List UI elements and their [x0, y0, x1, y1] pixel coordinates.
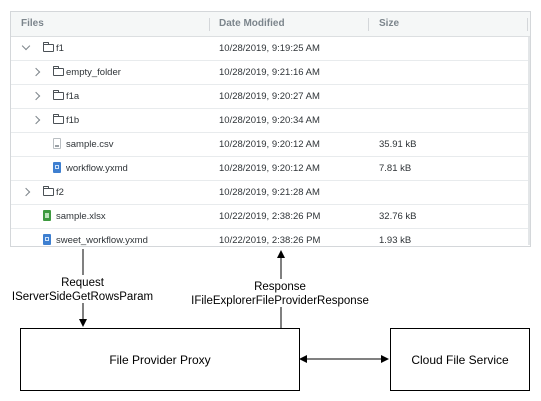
table-row[interactable]: sweet_workflow.yxmd 10/22/2019, 2:38:26 P… — [11, 229, 530, 246]
file-name: workflow.yxmd — [66, 163, 128, 174]
folder-icon — [43, 42, 54, 52]
date-modified: 10/28/2019, 9:20:12 AM — [219, 139, 320, 150]
yxmd-file-icon — [43, 234, 51, 245]
chevron-right-icon[interactable] — [21, 187, 31, 197]
request-label: Request IServerSideGetRowsParam — [0, 276, 165, 304]
chevron-right-icon[interactable] — [31, 91, 41, 101]
column-header-date-modified[interactable]: Date Modified — [219, 18, 285, 29]
file-size: 7.81 kB — [379, 163, 412, 174]
file-name: sample.xlsx — [56, 211, 106, 222]
file-name: f1 — [56, 43, 64, 54]
table-row[interactable]: f1 10/28/2019, 9:19:25 AM — [11, 37, 530, 61]
cloud-file-service-label: Cloud File Service — [411, 352, 509, 367]
file-name: f1a — [66, 91, 80, 102]
file-name: sweet_workflow.yxmd — [56, 235, 148, 246]
table-row[interactable]: empty_folder 10/28/2019, 9:21:16 AM — [11, 61, 530, 85]
date-modified: 10/22/2019, 2:38:26 PM — [219, 235, 321, 246]
date-modified: 10/28/2019, 9:21:28 AM — [219, 187, 320, 198]
table-row[interactable]: sample.xlsx 10/22/2019, 2:38:26 PM 32.76 k… — [11, 205, 530, 229]
folder-icon — [53, 114, 64, 124]
table-row[interactable]: f1b 10/28/2019, 9:20:34 AM — [11, 109, 530, 133]
response-label-title: Response — [254, 281, 306, 293]
folder-icon — [53, 90, 64, 100]
table-row[interactable]: f2 10/28/2019, 9:21:28 AM — [11, 181, 530, 205]
response-label: Response IFileExplorerFileProviderRespon… — [180, 280, 380, 308]
date-modified: 10/28/2019, 9:21:16 AM — [219, 67, 320, 78]
xlsx-file-icon — [43, 210, 51, 221]
vertical-scrollbar[interactable] — [528, 37, 530, 245]
date-modified: 10/22/2019, 2:38:26 PM — [219, 211, 321, 222]
folder-icon — [43, 186, 54, 196]
file-size: 32.76 kB — [379, 211, 417, 222]
file-name: f2 — [56, 187, 64, 198]
date-modified: 10/28/2019, 9:20:34 AM — [219, 115, 320, 126]
file-provider-proxy-box: File Provider Proxy — [20, 328, 300, 391]
file-size: 1.93 kB — [379, 235, 412, 246]
column-separator[interactable] — [368, 18, 369, 31]
date-modified: 10/28/2019, 9:20:12 AM — [219, 163, 320, 174]
file-provider-proxy-label: File Provider Proxy — [109, 352, 211, 367]
request-label-title: Request — [61, 277, 104, 289]
column-separator[interactable] — [527, 18, 528, 31]
table-row[interactable]: workflow.yxmd 10/28/2019, 9:20:12 AM 7.81 … — [11, 157, 530, 181]
response-label-type: IFileExplorerFileProviderResponse — [191, 295, 369, 307]
file-name: f1b — [66, 115, 80, 126]
column-header-files[interactable]: Files — [21, 18, 44, 29]
file-name: empty_folder — [66, 67, 121, 78]
folder-icon — [53, 66, 64, 76]
request-label-type: IServerSideGetRowsParam — [11, 291, 154, 303]
column-header-size[interactable]: Size — [379, 18, 400, 29]
date-modified: 10/28/2019, 9:20:27 AM — [219, 91, 320, 102]
file-name: sample.csv — [66, 139, 114, 150]
csv-file-icon — [53, 138, 61, 149]
chevron-right-icon[interactable] — [31, 67, 41, 77]
chevron-down-icon[interactable] — [21, 41, 31, 51]
grid-body: f1 10/28/2019, 9:19:25 AM empty_folder 10/2… — [11, 37, 530, 246]
cloud-file-service-box: Cloud File Service — [390, 328, 530, 391]
file-explorer-grid: Files Date Modified Size f1 10/28/2019, 9… — [10, 11, 531, 247]
grid-header: Files Date Modified Size — [11, 12, 530, 37]
file-size: 35.91 kB — [379, 139, 417, 150]
date-modified: 10/28/2019, 9:19:25 AM — [219, 43, 320, 54]
chevron-right-icon[interactable] — [31, 115, 41, 125]
column-separator[interactable] — [209, 18, 210, 31]
table-row[interactable]: sample.csv 10/28/2019, 9:20:12 AM 35.91 kB — [11, 133, 530, 157]
yxmd-file-icon — [53, 162, 61, 173]
table-row[interactable]: f1a 10/28/2019, 9:20:27 AM — [11, 85, 530, 109]
